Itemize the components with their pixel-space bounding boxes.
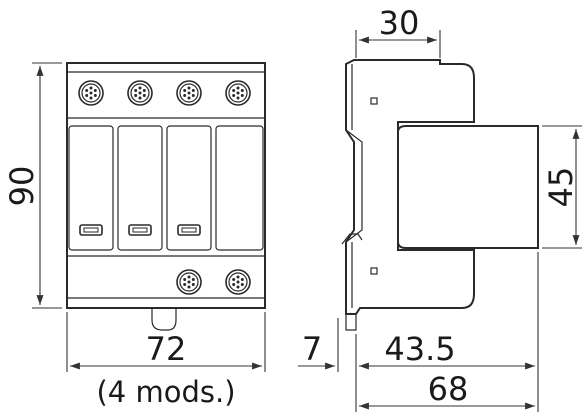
terminal-screw-icon (176, 80, 202, 106)
side-body-depth-label: 43.5 (384, 330, 455, 368)
side-module-height-label: 45 (542, 167, 580, 208)
terminal-screw-icon (127, 80, 153, 106)
status-window-icon (128, 224, 152, 236)
din-clip (151, 308, 177, 331)
terminal-screw-icon (225, 80, 251, 106)
terminal-screw-icon (176, 269, 202, 295)
side-view (341, 59, 539, 331)
status-window-icon (370, 267, 378, 275)
protection-module (68, 125, 114, 251)
side-body-outline (345, 59, 475, 315)
front-height-label: 90 (3, 166, 41, 207)
plug-in-module (397, 125, 539, 249)
side-top-width-label: 30 (379, 4, 420, 42)
front-body-outline (66, 62, 266, 309)
protection-module (166, 125, 212, 251)
front-view (66, 62, 266, 331)
dim-front-height: 90 (3, 62, 62, 309)
status-window-icon (370, 97, 378, 105)
side-offset-label: 7 (302, 330, 322, 368)
status-window-icon (79, 224, 103, 236)
dim-side-module-height: 45 (542, 125, 582, 249)
dim-front-width: 72 (4 mods.) (66, 312, 266, 409)
status-window-icon (177, 224, 201, 236)
protection-module (215, 125, 264, 251)
side-total-depth-label: 68 (428, 370, 469, 408)
front-width-label: 72 (146, 330, 187, 368)
protection-module (117, 125, 163, 251)
terminal-screw-icon (78, 80, 104, 106)
dim-side-top: 30 (355, 4, 441, 58)
front-width-note: (4 mods.) (96, 375, 235, 409)
dim-side-bottom: 7 43.5 (298, 252, 539, 412)
terminal-screw-icon (225, 269, 251, 295)
dim-side-total: 68 (359, 370, 535, 410)
